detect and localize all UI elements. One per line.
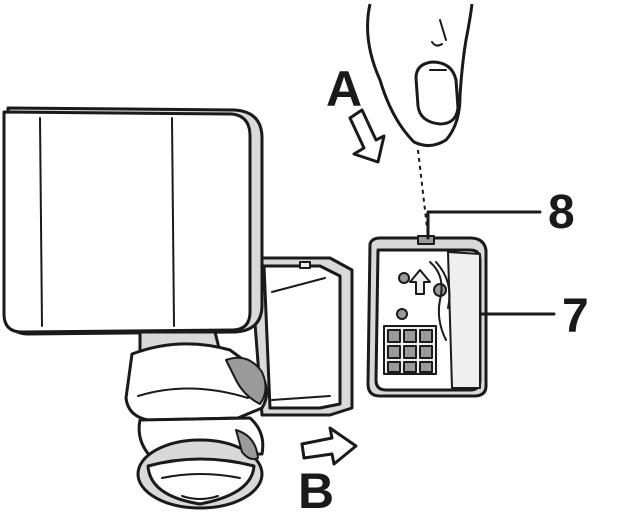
hand-illustration [366,3,474,147]
arrow-a-down-icon [348,108,386,164]
callout-8-leader [426,210,542,240]
up-arrow-marking [409,269,431,295]
mounting-bracket [248,256,354,417]
label-7: 7 [562,290,589,343]
dashed-guide-line [417,149,429,237]
terminal-box [366,235,488,398]
label-8: 8 [548,186,575,239]
terminal-block [383,325,437,375]
motion-sensor [136,416,265,510]
panel-joint [124,330,268,422]
light-fixture [2,106,354,510]
light-panel [2,106,264,336]
label-a: A [326,61,362,117]
arrow-b-right-icon [300,426,358,466]
label-b: B [298,463,334,516]
